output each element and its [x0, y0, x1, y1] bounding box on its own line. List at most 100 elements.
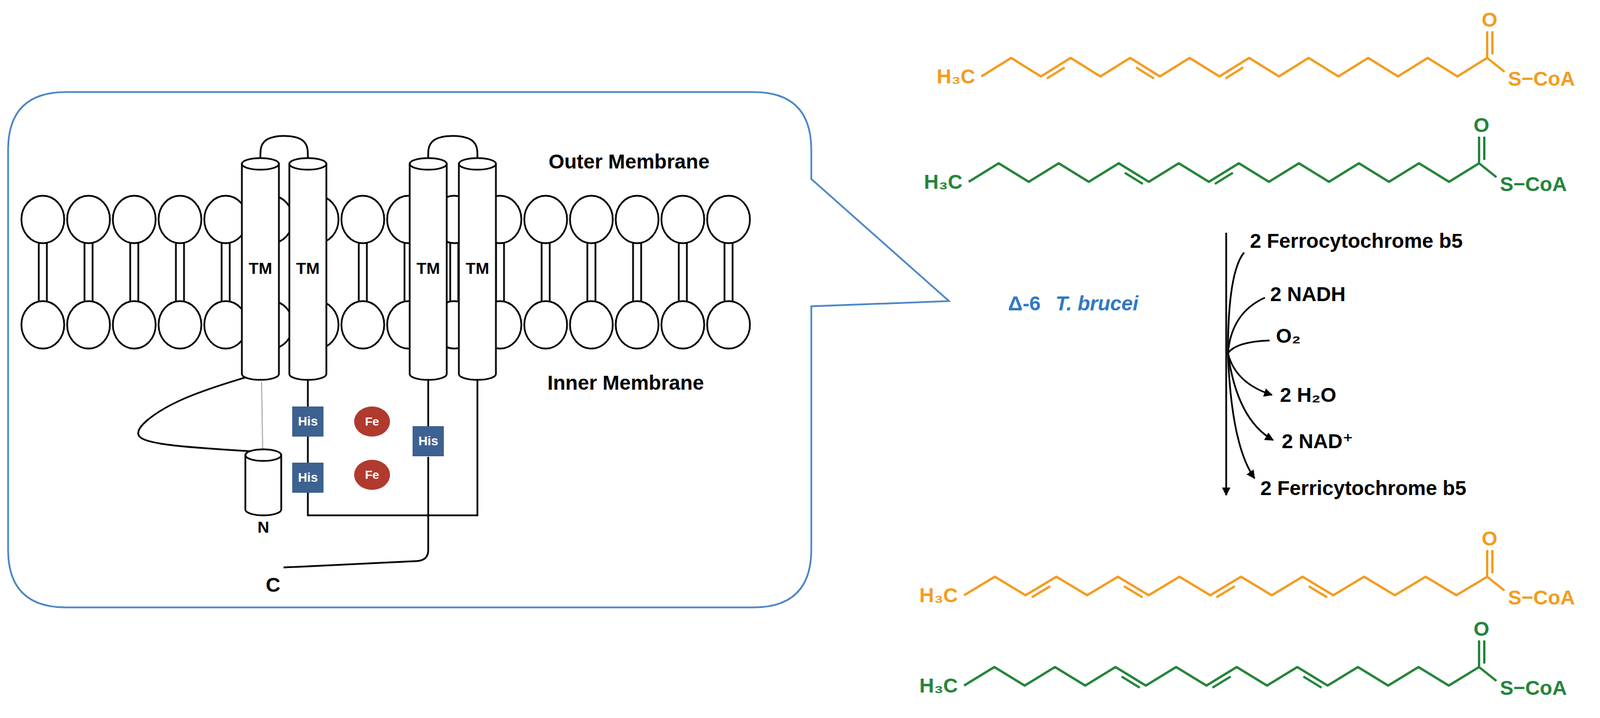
lipid-tail	[221, 243, 223, 301]
lipid-head	[569, 195, 613, 244]
lipid-tail	[183, 243, 186, 301]
lipid-head	[661, 195, 705, 244]
c-terminal-tail	[283, 456, 429, 568]
n-terminal-helix: N	[245, 449, 282, 542]
lipid-tail	[549, 243, 551, 301]
coproduct-arrow	[1227, 352, 1272, 395]
product-label: 2 Ferricytochrome b5	[1260, 476, 1467, 500]
double-bond	[1308, 585, 1328, 597]
iron-ellipse	[354, 459, 391, 490]
acyl-coa-structure	[968, 136, 1497, 185]
peptide-loop	[428, 135, 478, 158]
lipid-head	[707, 195, 750, 244]
transmembrane-helix: TM	[289, 157, 327, 380]
node-text: His	[418, 433, 439, 448]
transmembrane-helix: TM	[241, 157, 279, 380]
lipid-head	[615, 300, 659, 349]
membrane-label: Inner Membrane	[547, 371, 704, 395]
lipid-tail	[366, 243, 369, 301]
oxygen-label: O	[1481, 8, 1497, 32]
coproduct-arrow	[1227, 352, 1255, 478]
product-label: 2 H₂O	[1280, 383, 1337, 407]
cosubstrate-curve	[1227, 297, 1265, 353]
cylinder-body	[458, 157, 496, 380]
membrane-label: Outer Membrane	[548, 150, 710, 174]
oxygen-label: O	[1481, 527, 1497, 550]
reaction-arrows	[1226, 232, 1274, 495]
lipid-tail	[403, 243, 406, 301]
carbonyl-bond	[1486, 31, 1489, 58]
double-bond	[1121, 675, 1140, 687]
transmembrane-helix: TM	[409, 157, 447, 380]
lipid-tail	[732, 243, 734, 301]
node-text: N	[257, 518, 270, 537]
oxygen-label: O	[1473, 113, 1489, 137]
cylinder-body	[289, 157, 327, 380]
cylinder-rim	[241, 163, 279, 170]
peptide-loop	[307, 379, 478, 516]
reactant-label: 2 Ferrocytochrome b5	[1249, 229, 1463, 253]
double-bond	[1216, 585, 1235, 597]
cylinder-rim	[245, 454, 282, 461]
iron-ellipse	[354, 406, 391, 437]
lipid-tail	[229, 243, 231, 301]
node-text: Fe	[365, 414, 380, 428]
carbonyl-bond	[1491, 31, 1494, 55]
lipid-head	[67, 195, 110, 244]
methyl-label: H₃C	[919, 674, 959, 697]
lipid-head	[158, 195, 202, 244]
peptide-loop	[307, 379, 310, 407]
lipid-tail	[46, 243, 49, 301]
lipid-tail	[175, 243, 178, 301]
lipid-head	[67, 300, 110, 349]
lipid-head	[204, 195, 248, 244]
lipid-tail	[129, 243, 132, 301]
reaction-arrow	[1225, 232, 1228, 495]
lipid-tail	[83, 243, 86, 301]
lipid-head	[341, 300, 385, 349]
double-bond	[1124, 585, 1143, 597]
iron-atom: Fe	[353, 458, 391, 491]
node-text: TM	[416, 259, 440, 278]
lipid-tail	[92, 243, 94, 301]
lipid-bilayer	[21, 195, 750, 349]
node-text: TM	[465, 259, 489, 278]
cosubstrate-curve	[1227, 340, 1270, 353]
lipid-tail	[678, 243, 680, 301]
methyl-label: H₃C	[919, 583, 959, 607]
peptide-loop	[307, 436, 310, 463]
lipid-tail	[449, 243, 452, 301]
double-bond	[1124, 172, 1143, 184]
lipid-head	[707, 300, 750, 349]
transmembrane-helix: TM	[458, 157, 496, 380]
lipid-head	[569, 300, 613, 349]
lipid-tail	[358, 243, 360, 301]
node-text: TM	[296, 259, 320, 278]
shape-outline	[245, 449, 282, 516]
carbonyl-bond	[1483, 640, 1486, 664]
peptide-loop	[427, 379, 430, 426]
coa-label: S−CoA	[1499, 173, 1568, 196]
lipid-head	[204, 300, 248, 349]
double-bond	[1212, 675, 1231, 687]
lipid-head	[158, 300, 202, 349]
acyl-coa-structure	[981, 31, 1505, 79]
lipid-head	[21, 195, 65, 244]
lipid-head	[524, 300, 568, 349]
lipid-head	[524, 195, 568, 244]
lipid-tail	[686, 243, 689, 301]
histidine-box: His	[412, 425, 444, 456]
cylinder-rim	[409, 163, 447, 170]
oxygen-label: O	[1473, 617, 1489, 640]
lipid-tail	[38, 243, 40, 301]
lipid-head	[661, 300, 705, 349]
lipid-head	[112, 195, 156, 244]
lipid-head	[615, 195, 659, 244]
carbonyl-bond	[1483, 136, 1486, 160]
thioester-bond	[1479, 163, 1497, 178]
double-bond	[1031, 585, 1051, 597]
acyl-coa-structure	[964, 549, 1505, 598]
